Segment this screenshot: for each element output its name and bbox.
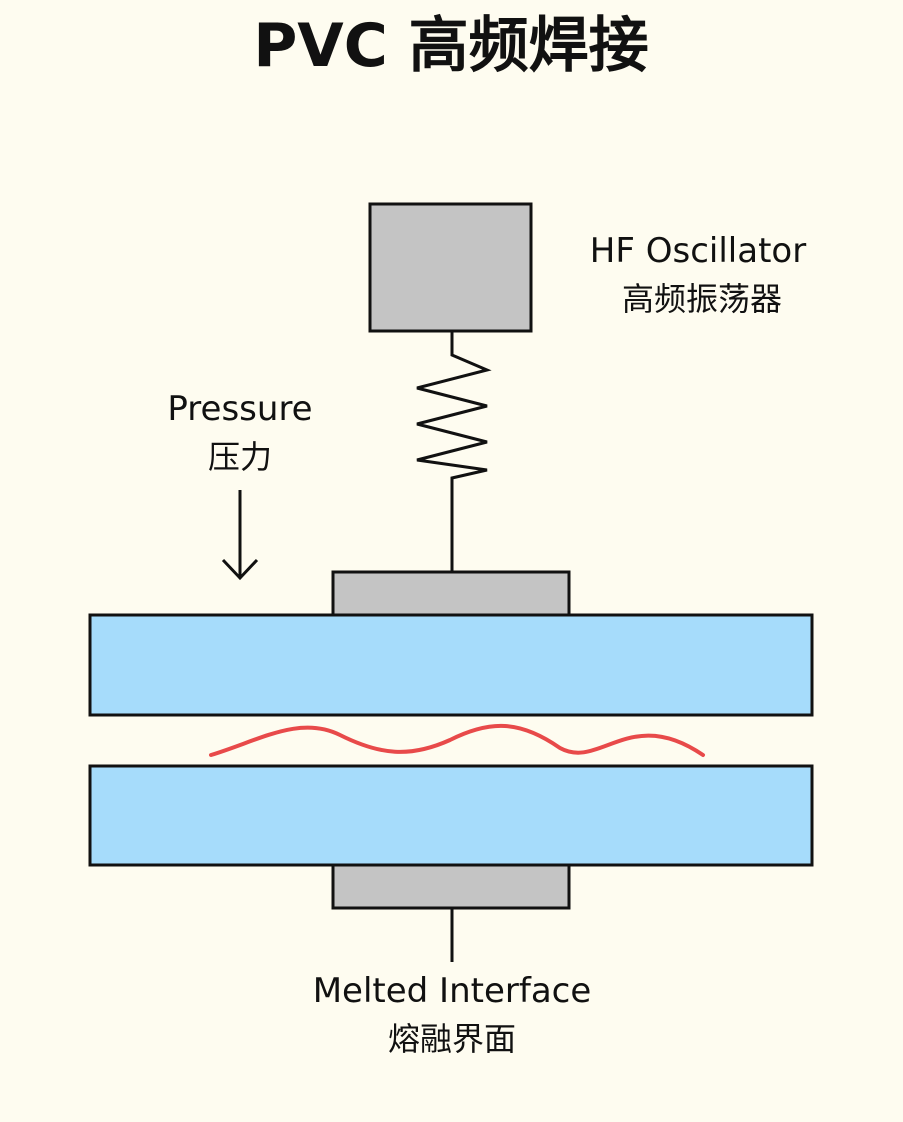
interface-label-en: Melted Interface: [313, 971, 592, 1011]
oscillator-label-cn: 高频振荡器: [622, 280, 782, 318]
lower-pvc-sheet: [88, 764, 814, 867]
oscillator-label-en: HF Oscillator: [590, 231, 806, 271]
spring-coil: [416, 331, 492, 572]
pressure-label-cn: 压力: [208, 438, 272, 476]
upper-pvc-sheet: [88, 613, 814, 717]
pressure-label-en: Pressure: [167, 389, 312, 429]
melt-wave: [209, 723, 705, 757]
lower-electrode: [331, 863, 571, 910]
pressure-arrow-head: [221, 558, 259, 581]
diagram-title: PVC 高频焊接: [253, 11, 648, 81]
interface-label-cn: 熔融界面: [388, 1020, 516, 1058]
hf-oscillator-box: [368, 202, 533, 333]
upper-electrode: [331, 570, 571, 618]
